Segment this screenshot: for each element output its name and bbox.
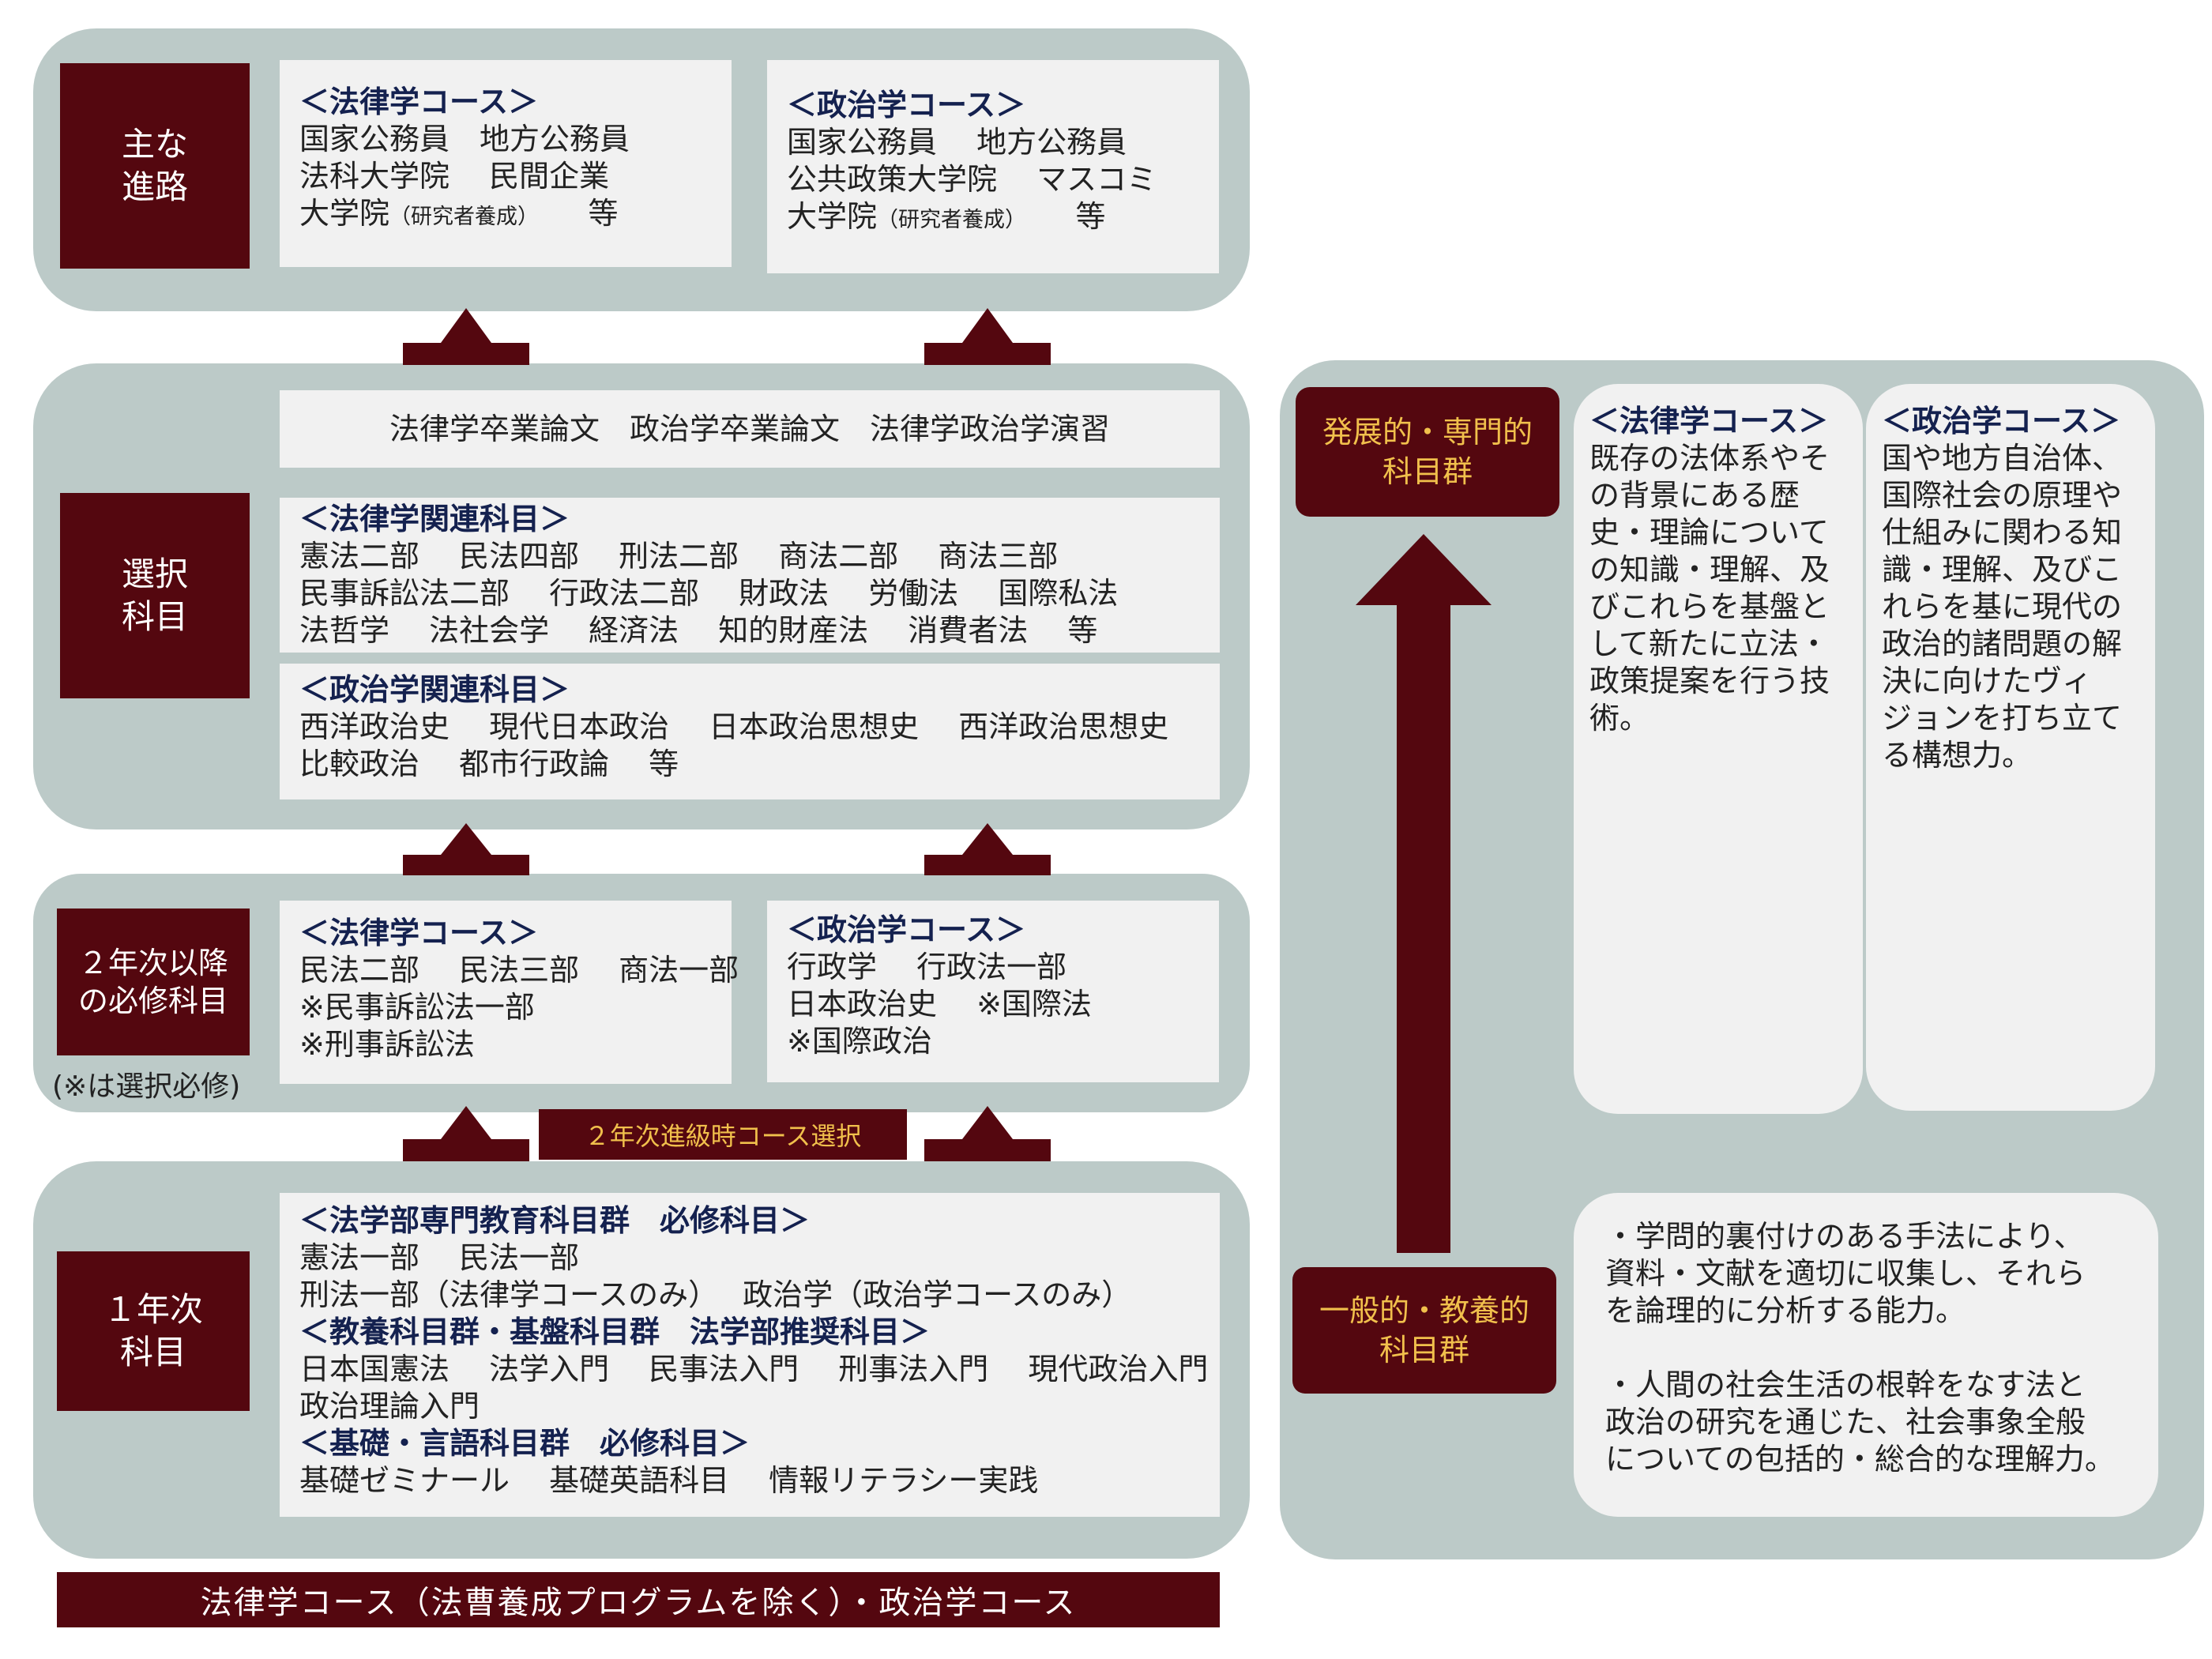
elective-label: 選択 科目 bbox=[60, 493, 250, 698]
politics-related-line2: 比較政治 都市行政論 等 bbox=[299, 747, 679, 781]
year1-heading3: ＜基礎・言語科目群 必修科目＞ bbox=[299, 1426, 750, 1461]
footer-text: 法律学コース（法曹養成プログラムを除く）・政治学コース bbox=[200, 1585, 1077, 1621]
footer-bar: 法律学コース（法曹養成プログラムを除く）・政治学コース bbox=[57, 1572, 1220, 1627]
careers-law-line2: 法科大学院 民間企業 bbox=[299, 159, 610, 194]
year1-box: ＜法学部専門教育科目群 必修科目＞ 憲法一部 民法一部 刑法一部（法律学コースの… bbox=[280, 1193, 1220, 1517]
careers-politics-box: ＜政治学コース＞ 国家公務員 地方公務員 公共政策大学院 マスコミ 大学院（研究… bbox=[767, 60, 1219, 273]
required2-label: ２年次以降 の必修科目 bbox=[57, 908, 250, 1055]
required2-politics-heading: ＜政治学コース＞ bbox=[787, 912, 1026, 947]
up-arrow-icon bbox=[403, 1106, 529, 1161]
law-related-line1: 憲法二部 民法四部 刑法二部 商法二部 商法三部 bbox=[299, 539, 1059, 574]
year1-heading2: ＜教養科目群・基盤科目群 法学部推奨科目＞ bbox=[299, 1315, 931, 1349]
law-related-line2: 民事訴訟法二部 行政法二部 財政法 労働法 国際私法 bbox=[299, 576, 1119, 611]
year1-line1: 憲法一部 民法一部 bbox=[299, 1240, 580, 1275]
year1-label: １年次 科目 bbox=[57, 1251, 250, 1411]
theses-text: 法律学卒業論文 政治学卒業論文 法律学政治学演習 bbox=[389, 411, 1110, 446]
careers-politics-line1: 国家公務員 地方公務員 bbox=[787, 125, 1127, 160]
required2-politics-line1: 行政学 行政法一部 bbox=[787, 950, 1067, 984]
year1-line2: 刑法一部（法律学コースのみ） 政治学（政治学コースのみ） bbox=[299, 1277, 1132, 1312]
long-up-arrow-icon bbox=[1356, 534, 1492, 1253]
up-arrow-icon bbox=[924, 1106, 1051, 1161]
careers-law-line1: 国家公務員 地方公務員 bbox=[299, 122, 630, 156]
careers-law-line3: 大学院（研究者養成） 等 bbox=[299, 196, 619, 231]
politics-related-line1: 西洋政治史 現代日本政治 日本政治思想史 西洋政治思想史 bbox=[299, 709, 1169, 744]
careers-politics-line3: 大学院（研究者養成） 等 bbox=[787, 199, 1106, 234]
careers-law-box: ＜法律学コース＞ 国家公務員 地方公務員 法科大学院 民間企業 大学院（研究者養… bbox=[280, 60, 732, 267]
required2-law-line3: ※刑事訴訟法 bbox=[299, 1027, 475, 1062]
careers-label: 主な 進路 bbox=[60, 63, 250, 269]
skills-card: ・学問的裏付けのある手法により、 資料・文献を適切に収集し、それら を論理的に分… bbox=[1574, 1193, 2158, 1517]
required2-politics-line2: 日本政治史 ※国際法 bbox=[787, 987, 1092, 1021]
up-arrow-icon bbox=[403, 823, 529, 875]
law-related-heading: ＜法律学関連科目＞ bbox=[299, 502, 570, 536]
required2-note: (※は選択必修) bbox=[52, 1070, 241, 1103]
careers-politics-line2: 公共政策大学院 マスコミ bbox=[787, 162, 1157, 197]
general-label: 一般的・教養的 科目群 bbox=[1292, 1267, 1556, 1394]
politics-related-box: ＜政治学関連科目＞ 西洋政治史 現代日本政治 日本政治思想史 西洋政治思想史 比… bbox=[280, 664, 1220, 799]
up-arrow-icon bbox=[403, 308, 529, 365]
law-related-box: ＜法律学関連科目＞ 憲法二部 民法四部 刑法二部 商法二部 商法三部 民事訴訟法… bbox=[280, 498, 1220, 653]
careers-law-heading: ＜法律学コース＞ bbox=[299, 85, 539, 119]
up-arrow-icon bbox=[924, 823, 1051, 875]
year1-heading1: ＜法学部専門教育科目群 必修科目＞ bbox=[299, 1203, 811, 1238]
advanced-label: 発展的・専門的 科目群 bbox=[1296, 387, 1559, 517]
skills-text: ・学問的裏付けのある手法により、 資料・文献を適切に収集し、それら を論理的に分… bbox=[1605, 1219, 2115, 1477]
year1-line4: 政治理論入門 bbox=[299, 1389, 480, 1424]
year1-line3: 日本国憲法 法学入門 民事法入門 刑事法入門 現代政治入門 bbox=[299, 1352, 1209, 1386]
up-arrow-icon bbox=[924, 308, 1051, 365]
year1-line5: 基礎ゼミナール 基礎英語科目 情報リテラシー実践 bbox=[299, 1463, 1039, 1498]
law-ability-card: ＜法律学コース＞ 既存の法体系やそ の背景にある歴 史・理論について の知識・理… bbox=[1574, 384, 1863, 1114]
law-ability-heading: ＜法律学コース＞ bbox=[1589, 404, 1829, 438]
politics-ability-card: ＜政治学コース＞ 国や地方自治体、 国際社会の原理や 仕組みに関わる知 識・理解… bbox=[1866, 384, 2155, 1111]
law-ability-text: 既存の法体系やそ の背景にある歴 史・理論について の知識・理解、及 びこれらを… bbox=[1589, 441, 1830, 735]
required2-law-box: ＜法律学コース＞ 民法二部 民法三部 商法一部 ※民事訴訟法一部 ※刑事訴訟法 bbox=[280, 901, 739, 1084]
politics-ability-text: 国や地方自治体、 国際社会の原理や 仕組みに関わる知 識・理解、及びこ れらを基… bbox=[1882, 441, 2123, 773]
required2-politics-box: ＜政治学コース＞ 行政学 行政法一部 日本政治史 ※国際法 ※国際政治 bbox=[767, 901, 1219, 1082]
law-related-line3: 法哲学 法社会学 経済法 知的財産法 消費者法 等 bbox=[299, 613, 1098, 648]
careers-politics-heading: ＜政治学コース＞ bbox=[787, 88, 1026, 122]
required2-law-line1: 民法二部 民法三部 商法一部 bbox=[299, 953, 739, 988]
course-selection-text: ２年次進級時コース選択 bbox=[584, 1121, 862, 1151]
required2-law-heading: ＜法律学コース＞ bbox=[299, 916, 539, 950]
required2-law-line2: ※民事訴訟法一部 bbox=[299, 990, 535, 1025]
course-selection-banner: ２年次進級時コース選択 bbox=[539, 1109, 907, 1160]
required2-politics-line3: ※国際政治 bbox=[787, 1024, 932, 1059]
theses-box: 法律学卒業論文 政治学卒業論文 法律学政治学演習 bbox=[280, 390, 1220, 468]
politics-ability-heading: ＜政治学コース＞ bbox=[1882, 404, 2121, 438]
politics-related-heading: ＜政治学関連科目＞ bbox=[299, 672, 570, 707]
